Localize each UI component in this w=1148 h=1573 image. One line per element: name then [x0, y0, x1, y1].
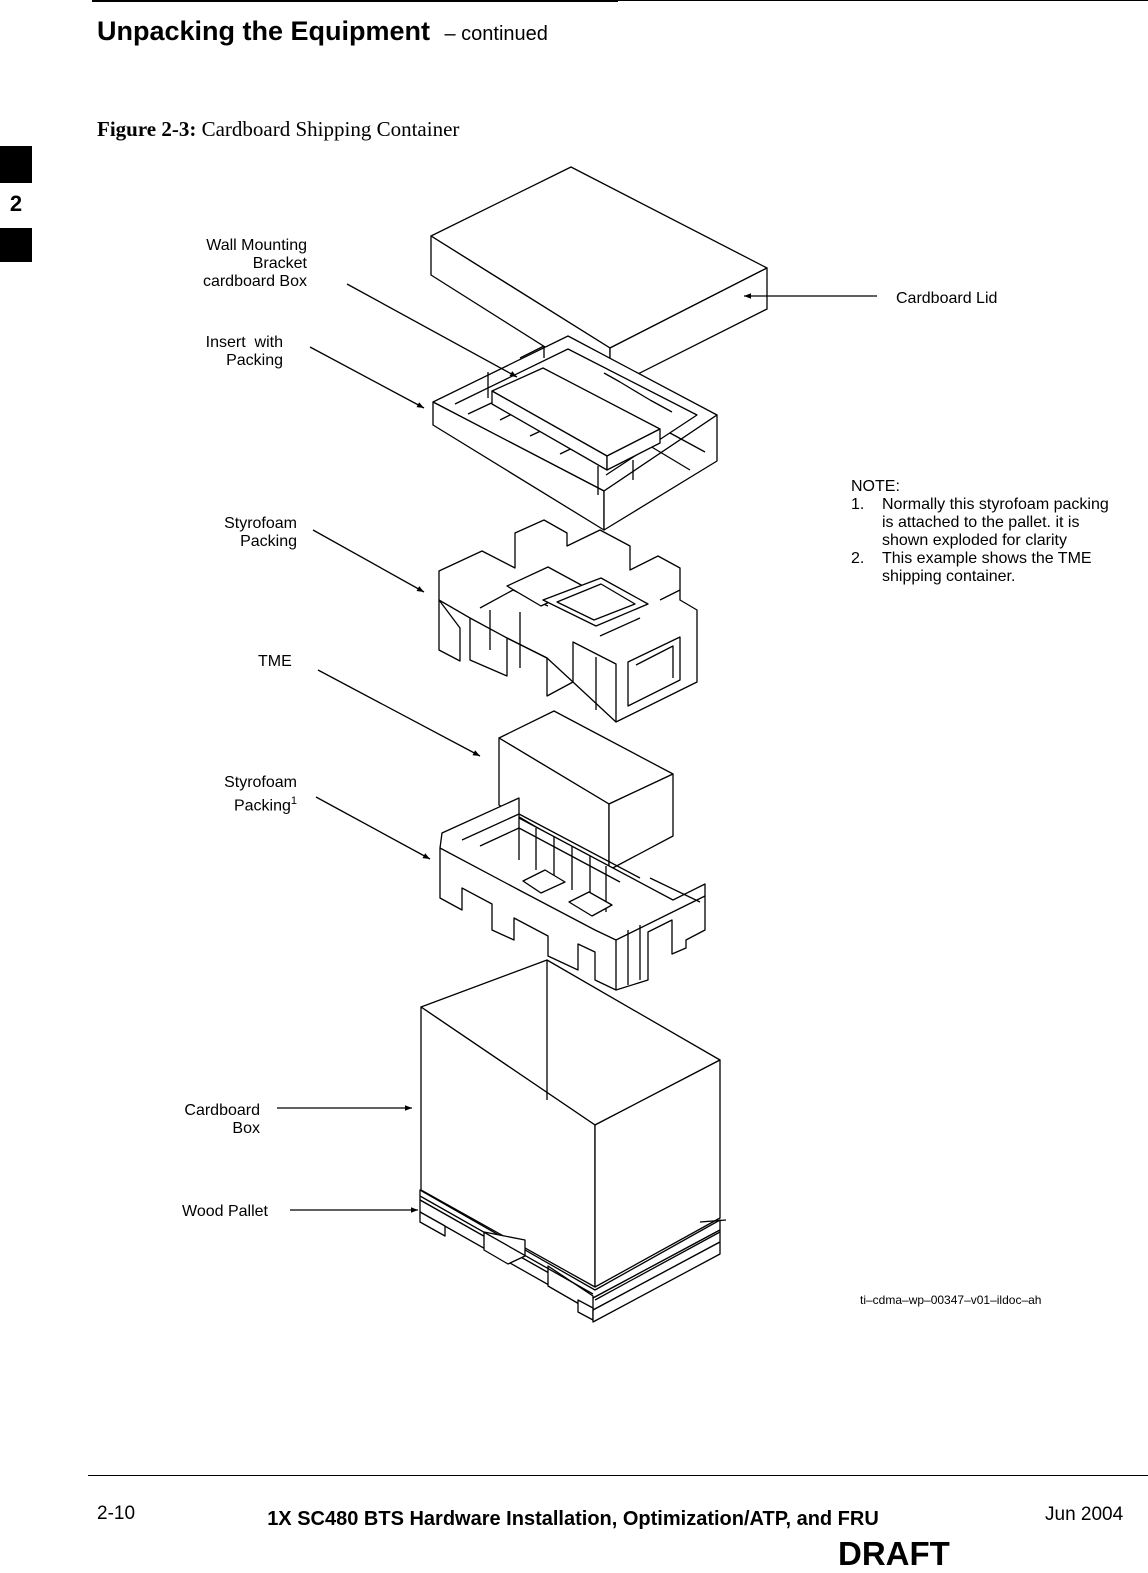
footer-rule [88, 1475, 1148, 1476]
document-date: Jun 2004 [1045, 1504, 1124, 1525]
leader-arrow-tme [317, 669, 481, 757]
insert-tray-drawing [432, 335, 718, 531]
note-item: 1. Normally this styrofoam packing is at… [851, 496, 1109, 549]
styrofoam-bottom-drawing [439, 797, 706, 991]
figure-id: ti–cdma–wp–00347–v01–ildoc–ah [860, 1293, 1042, 1307]
cardboard-box-drawing [420, 959, 721, 1288]
chapter-tab-number: 2 [9, 191, 23, 216]
leader-arrow-styrofoam-top [312, 529, 425, 593]
wood-pallet-drawing [419, 1189, 727, 1323]
label-cardboard-lid: Cardboard Lid [896, 290, 998, 307]
chapter-tab-top [0, 146, 32, 183]
section-title: Unpacking the Equipment [97, 16, 431, 46]
page-header: Unpacking the Equipment – continued [97, 16, 548, 47]
figure-note: NOTE: 1. Normally this styrofoam packing… [851, 478, 1112, 586]
label-tme: TME [258, 653, 292, 670]
label-wood-pallet: Wood Pallet [182, 1203, 268, 1220]
figure-caption-label: Figure 2-3: [97, 117, 197, 141]
leader-arrow-wall-bracket [346, 283, 518, 378]
figure-caption: Figure 2-3: Cardboard Shipping Container [97, 117, 459, 142]
header-rule [92, 0, 618, 2]
draft-mark: DRAFT [838, 1535, 950, 1572]
note-heading: NOTE: [851, 478, 900, 495]
label-styrofoam-top: Styrofoam Packing [224, 515, 297, 550]
footnote-marker: 1 [290, 795, 297, 807]
label-styrofoam-bottom: Styrofoam Packing1 [224, 774, 297, 815]
page-number: 2-10 [97, 1503, 136, 1524]
styrofoam-top-drawing [438, 519, 698, 723]
label-cardboard-box: Cardboard Box [184, 1102, 260, 1137]
leader-arrow-insert [309, 346, 425, 409]
document-title: 1X SC480 BTS Hardware Installation, Opti… [267, 1508, 879, 1530]
header-rule-thin [618, 0, 1148, 1]
leader-arrow-styrofoam-bottom [315, 796, 431, 860]
figure-caption-text: Cardboard Shipping Container [201, 117, 460, 141]
label-wall-bracket: Wall Mounting Bracket cardboard Box [202, 237, 307, 290]
label-insert: Insert with Packing [205, 334, 283, 369]
continued-label: – continued [444, 23, 548, 45]
chapter-tab-bottom [0, 228, 32, 262]
note-item: 2. This example shows the TME shipping c… [851, 550, 1092, 585]
